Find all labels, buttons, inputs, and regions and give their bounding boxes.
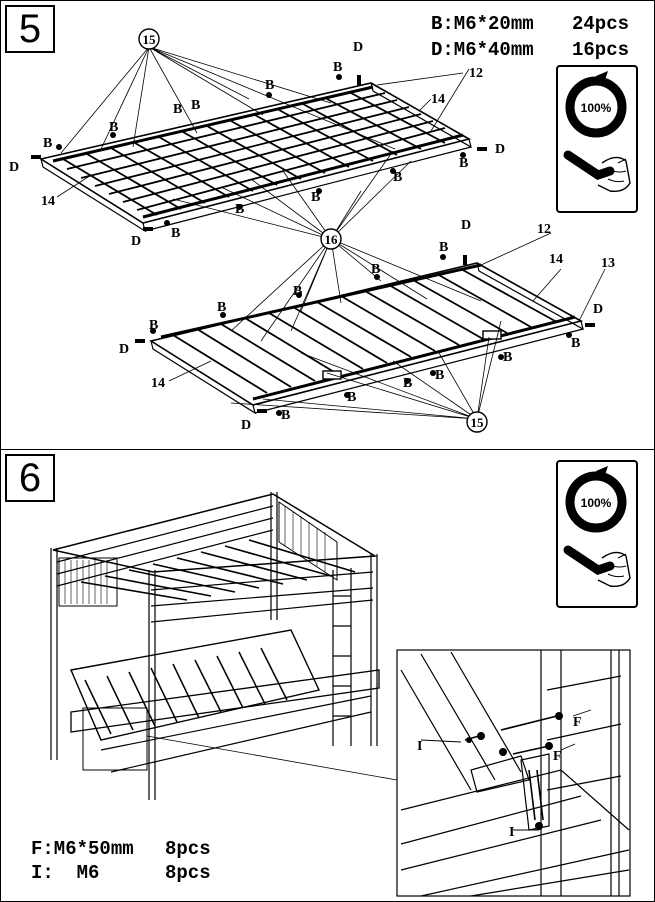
leader-lines-15-top bbox=[60, 46, 396, 154]
svg-text:12: 12 bbox=[537, 222, 551, 237]
svg-text:14: 14 bbox=[549, 252, 563, 267]
svg-text:B: B bbox=[173, 102, 182, 117]
callout-15-top: 15 bbox=[138, 28, 160, 50]
svg-text:D: D bbox=[593, 302, 603, 317]
svg-text:B: B bbox=[149, 318, 158, 333]
svg-text:D: D bbox=[495, 142, 505, 157]
svg-text:D: D bbox=[241, 418, 251, 433]
bolt-markers bbox=[31, 74, 595, 416]
svg-text:15: 15 bbox=[471, 415, 485, 430]
svg-text:B: B bbox=[293, 284, 302, 299]
svg-text:D: D bbox=[461, 218, 471, 233]
svg-text:D: D bbox=[353, 40, 363, 55]
svg-text:B: B bbox=[459, 156, 468, 171]
hardware-markers bbox=[466, 712, 563, 830]
svg-text:B: B bbox=[371, 262, 380, 277]
torque-wrench-icon: 100% bbox=[563, 466, 631, 588]
svg-text:B: B bbox=[347, 390, 356, 405]
lower-bed-frame bbox=[148, 262, 584, 415]
svg-text:F: F bbox=[553, 749, 562, 764]
torque-indicator: 100% bbox=[556, 65, 638, 213]
spec-f-qty: 8pcs bbox=[165, 838, 211, 860]
detail-inset bbox=[396, 649, 631, 897]
callout-15-bottom: 15 bbox=[466, 411, 488, 433]
svg-text:B: B bbox=[439, 240, 448, 255]
spec-d-qty: 16pcs bbox=[572, 39, 630, 61]
svg-text:F: F bbox=[573, 715, 582, 730]
spec-i-qty: 8pcs bbox=[165, 862, 211, 884]
leader-lines-15-bottom bbox=[230, 320, 502, 420]
svg-text:B: B bbox=[43, 136, 52, 151]
step-6-part-labels: F F I I bbox=[417, 715, 582, 840]
svg-text:B: B bbox=[281, 408, 290, 423]
svg-text:16: 16 bbox=[325, 232, 339, 247]
svg-text:B: B bbox=[393, 170, 402, 185]
svg-text:D: D bbox=[9, 160, 19, 175]
spec-i-part: I: M6 bbox=[31, 862, 100, 884]
part-labels: D 12 14 B B B B B B D 14 D B B B B B D D… bbox=[9, 40, 615, 433]
torque-percent: 100% bbox=[581, 101, 612, 115]
svg-text:14: 14 bbox=[431, 92, 445, 107]
svg-text:B: B bbox=[109, 120, 118, 135]
step-5-diagram: 15 16 15 D 12 14 B B B B B B D bbox=[9, 28, 615, 433]
svg-text:B: B bbox=[171, 226, 180, 241]
torque-wrench-icon: 100% bbox=[563, 71, 631, 193]
svg-text:14: 14 bbox=[151, 376, 165, 391]
spec-b-qty: 24pcs bbox=[572, 13, 630, 35]
svg-text:B: B bbox=[503, 350, 512, 365]
svg-text:B: B bbox=[265, 78, 274, 93]
callout-16: 16 bbox=[320, 228, 342, 250]
torque-indicator-6: 100% bbox=[556, 460, 638, 608]
svg-text:B: B bbox=[333, 60, 342, 75]
leader-lines-16 bbox=[172, 150, 482, 342]
svg-text:15: 15 bbox=[143, 32, 157, 47]
svg-text:B: B bbox=[217, 300, 226, 315]
svg-text:B: B bbox=[571, 336, 580, 351]
bunk-bed-assembly bbox=[50, 492, 398, 800]
step-5-panel: 5 B:M6*20mm 24pcs D:M6*40mm 16pcs 100% bbox=[1, 1, 654, 450]
svg-text:D: D bbox=[131, 234, 141, 249]
step-6-panel: 6 100% bbox=[1, 450, 654, 901]
step-number-6: 6 bbox=[5, 454, 55, 502]
svg-text:B: B bbox=[191, 98, 200, 113]
spec-b-part: B:M6*20mm bbox=[431, 13, 534, 35]
svg-text:B: B bbox=[235, 202, 244, 217]
svg-text:D: D bbox=[119, 342, 129, 357]
svg-text:B: B bbox=[403, 376, 412, 391]
spec-d-part: D:M6*40mm bbox=[431, 39, 534, 61]
svg-text:I: I bbox=[417, 739, 422, 754]
step-number-5: 5 bbox=[5, 5, 55, 53]
svg-text:13: 13 bbox=[601, 256, 615, 271]
svg-text:14: 14 bbox=[41, 194, 55, 209]
svg-text:B: B bbox=[435, 368, 444, 383]
spec-f-part: F:M6*50mm bbox=[31, 838, 134, 860]
svg-text:I: I bbox=[509, 825, 514, 840]
torque-percent-6: 100% bbox=[581, 496, 612, 510]
svg-text:12: 12 bbox=[469, 66, 483, 81]
step-6-diagram: F F I I bbox=[50, 492, 631, 897]
svg-text:B: B bbox=[311, 190, 320, 205]
upper-bed-frame bbox=[38, 82, 472, 233]
